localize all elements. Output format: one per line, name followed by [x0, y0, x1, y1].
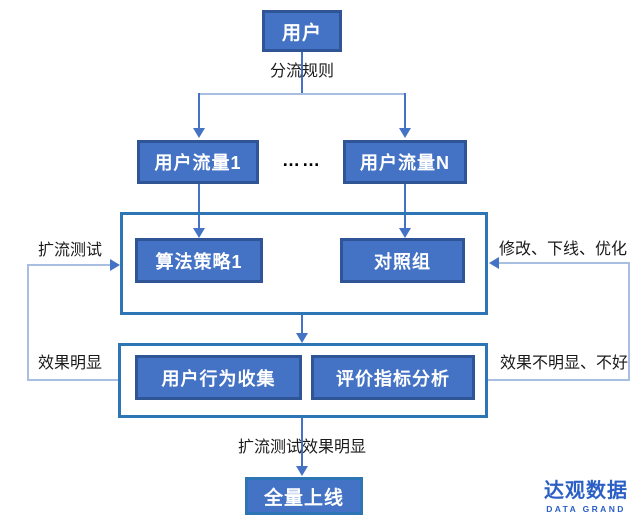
node-algo-strategy: 算法策略1: [135, 238, 263, 283]
connector-left-loop-vertical: [27, 264, 29, 381]
connector-user-down: [301, 52, 303, 94]
label-expand-test: 扩流测试: [37, 242, 102, 259]
node-control-group: 对照组: [340, 238, 465, 283]
node-behavior-collection: 用户行为收集: [135, 355, 302, 400]
connector-split-left: [198, 93, 200, 128]
connector-trafficn-down: [404, 184, 406, 228]
arrowhead-into-traffic-n: [399, 128, 411, 138]
connector-traffic1-down: [198, 184, 200, 228]
label-effect-obvious: 效果明显: [37, 355, 102, 372]
arrowhead-into-launch: [296, 466, 308, 476]
group-evaluation: [118, 343, 488, 418]
arrowhead-into-traffic-1: [193, 128, 205, 138]
group-experiment: [120, 212, 488, 315]
logo-subtitle: DATA GRAND: [546, 504, 626, 514]
node-user: 用户: [262, 10, 342, 52]
node-traffic-n: 用户流量N: [343, 140, 467, 184]
arrowhead-into-algo: [193, 228, 205, 238]
label-dots-ellipsis: ……: [282, 149, 322, 170]
connector-split-right: [404, 93, 406, 128]
arrowhead-right-loop-into-experiment: [489, 257, 499, 269]
label-effect-not-obvious: 效果不明显、不好: [499, 355, 628, 372]
connector-split-horizontal: [198, 93, 406, 95]
connector-left-loop-top: [27, 264, 111, 266]
connector-right-loop-top: [499, 262, 630, 264]
label-split-rule: 分流规则: [269, 63, 334, 80]
connector-right-loop-bottom: [488, 379, 630, 381]
arrowhead-into-control: [399, 228, 411, 238]
datagrand-logo: 达观数据 DATA GRAND: [544, 481, 628, 514]
node-full-launch: 全量上线: [245, 477, 363, 515]
logo-title: 达观数据: [544, 480, 628, 502]
connector-right-loop-vertical: [628, 262, 630, 380]
label-expand-test-effect: 扩流测试效果明显: [237, 439, 366, 456]
arrowhead-into-evaluation: [296, 333, 308, 343]
arrowhead-left-loop-into-experiment: [110, 259, 120, 271]
node-traffic-1: 用户流量1: [137, 140, 259, 184]
connector-left-loop-bottom: [27, 379, 118, 381]
connector-experiment-evaluation: [301, 315, 303, 333]
label-modify-offline-optimize: 修改、下线、优化: [498, 241, 627, 258]
node-metrics-analysis: 评价指标分析: [311, 355, 475, 400]
connector-evaluation-launch: [301, 418, 303, 466]
